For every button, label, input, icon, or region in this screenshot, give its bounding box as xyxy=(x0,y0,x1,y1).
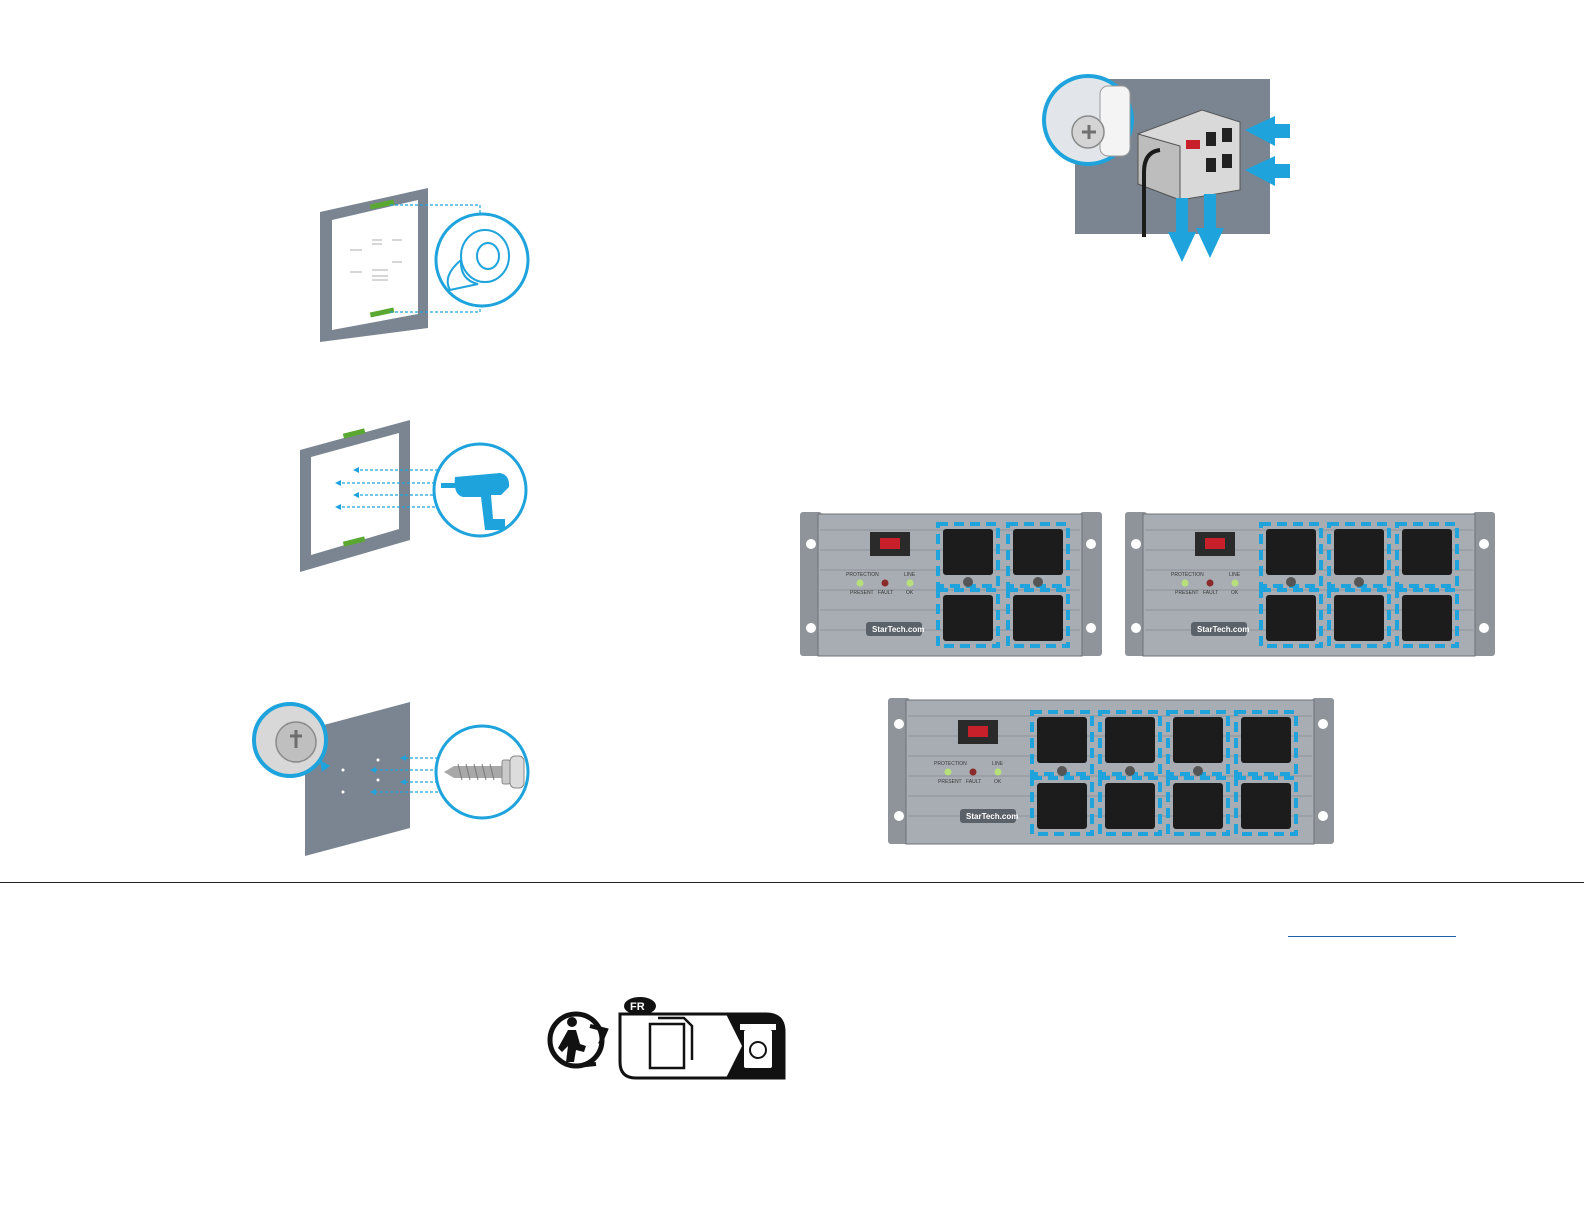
recycling-marks: FR xyxy=(546,1000,791,1088)
triman-recycling-icon xyxy=(550,1014,606,1066)
pdu-unit-4-outlet: PROTECTION PRESENT FAULT LINE OK StarTec… xyxy=(800,510,1105,660)
label-present: PRESENT xyxy=(1175,590,1199,596)
label-ok: OK xyxy=(1231,590,1239,596)
brand-logo: StarTech.com xyxy=(872,625,924,634)
outlet-group xyxy=(1261,524,1457,646)
pdu-unit-6-outlet: PROTECTION PRESENT FAULT LINE OK StarTec… xyxy=(1125,510,1497,660)
step-drill-illustration xyxy=(295,415,535,580)
label-present: PRESENT xyxy=(850,590,874,596)
label-line: LINE xyxy=(904,572,916,578)
tape-roll-icon xyxy=(436,214,528,306)
section-divider xyxy=(0,882,1584,883)
recycle-bin-icon xyxy=(740,1024,776,1068)
wall-panel-with-template xyxy=(320,188,428,342)
label-ok: OK xyxy=(906,590,914,596)
step-screw-illustration xyxy=(250,700,540,865)
link-underline[interactable] xyxy=(1288,936,1456,937)
label-present: PRESENT xyxy=(938,779,962,785)
screw-head-zoom-icon xyxy=(1044,76,1132,164)
fr-badge: FR xyxy=(630,1001,645,1013)
label-protection: PROTECTION xyxy=(846,572,879,578)
pdu-unit-8-outlet: PROTECTION PRESENT FAULT LINE OK StarTec… xyxy=(888,696,1336,848)
label-line: LINE xyxy=(992,761,1004,767)
label-fault: FAULT xyxy=(966,779,981,785)
label-fault: FAULT xyxy=(878,590,893,596)
label-protection: PROTECTION xyxy=(1171,572,1204,578)
label-line: LINE xyxy=(1229,572,1241,578)
brand-logo: StarTech.com xyxy=(1197,625,1249,634)
drill-icon xyxy=(434,444,526,536)
step-tape-illustration xyxy=(310,180,540,350)
info-tri-fr-icon: FR xyxy=(620,997,784,1078)
wall-mount-orientation-illustration xyxy=(1040,72,1290,267)
screw-icon xyxy=(436,726,528,818)
label-fault: FAULT xyxy=(1203,590,1218,596)
brand-logo: StarTech.com xyxy=(966,812,1018,821)
screw-head-zoom-icon xyxy=(254,704,326,776)
label-protection: PROTECTION xyxy=(934,761,967,767)
label-ok: OK xyxy=(994,779,1002,785)
